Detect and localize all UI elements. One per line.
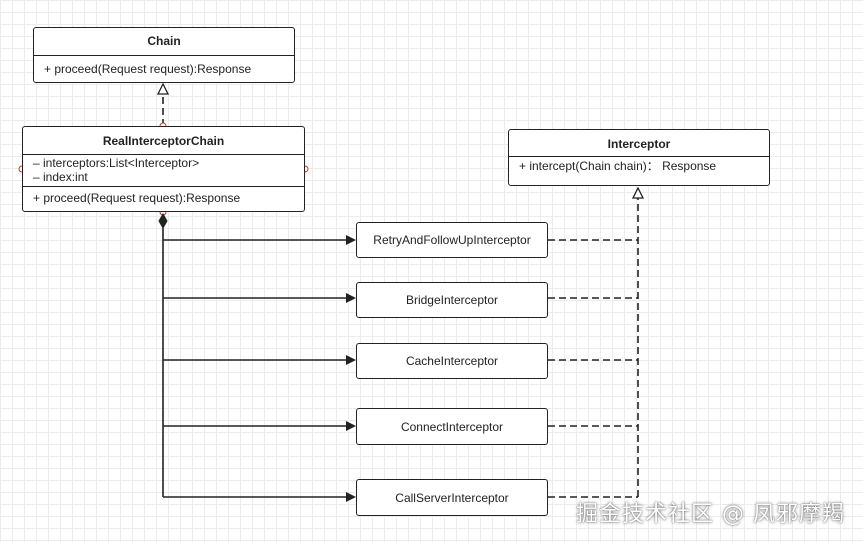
real-interceptor-chain-class: RealInterceptorChain – interceptors:List… [22,126,305,212]
attribute-index: – index:int [33,170,88,184]
bridge-interceptor: BridgeInterceptor [356,282,548,318]
connect-interceptor: ConnectInterceptor [356,408,548,445]
connect-interceptor-label: ConnectInterceptor [400,419,504,434]
real-chain-method: + proceed(Request request):Response [33,191,241,205]
call-server-interceptor: CallServerInterceptor [356,479,548,516]
real-chain-attributes: – interceptors:List<Interceptor> – index… [23,155,304,187]
retry-and-follow-up-interceptor-label: RetryAndFollowUpInterceptor [373,233,531,247]
bridge-interceptor-label: BridgeInterceptor [405,293,499,307]
real-chain-class-name: RealInterceptorChain [23,127,304,155]
composition-branches [163,235,356,502]
chain-method: + proceed(Request request):Response [44,62,252,76]
composition-diamond [158,212,168,230]
interceptor-class-name: Interceptor [509,130,769,157]
interceptor-method: + intercept(Chain chain)： Response [519,159,717,173]
cache-interceptor-label: CacheInterceptor [405,354,499,368]
cache-interceptor: CacheInterceptor [356,343,548,379]
call-server-interceptor-label: CallServerInterceptor [395,490,509,505]
attribute-interceptors: – interceptors:List<Interceptor> [33,156,200,170]
chain-class: Chain + proceed(Request request):Respons… [33,27,295,83]
chain-class-name: Chain [34,28,294,56]
realization-branches [548,239,638,498]
retry-and-follow-up-interceptor: RetryAndFollowUpInterceptor [356,222,548,258]
interceptor-class: Interceptor + intercept(Chain chain)： Re… [508,129,770,186]
watermark: 掘金技术社区 @ 凤邪摩羯 [576,502,845,527]
